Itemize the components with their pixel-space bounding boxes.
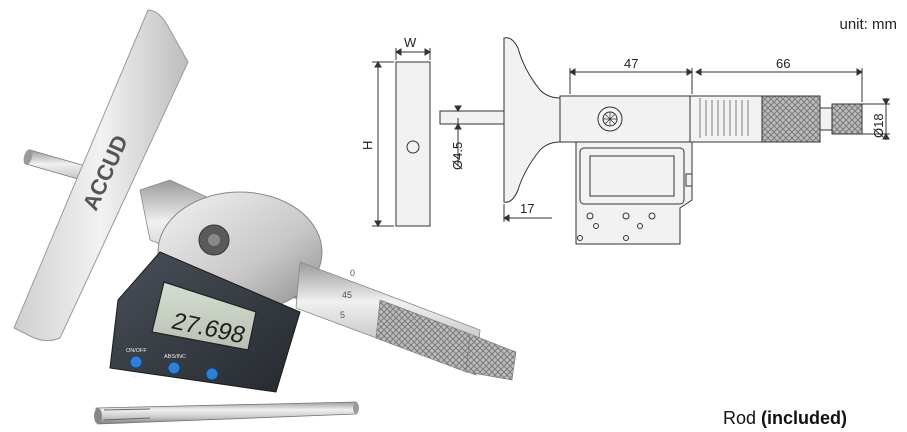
dim-height-label: H — [360, 141, 375, 150]
abs-inc-unit-button[interactable] — [167, 361, 181, 375]
unit-label: unit: mm — [839, 16, 897, 33]
rod-caption-bold: (included) — [761, 408, 848, 428]
dim-rod-diameter: Ø4.5 — [450, 142, 465, 170]
photo-extension-rod — [94, 401, 359, 425]
dim-body-length: 47 — [624, 56, 638, 71]
sleeve-tick-1: 45 — [342, 290, 352, 300]
lcd-screen — [151, 281, 257, 351]
dim-thimble-diameter: Ø18 — [871, 113, 886, 138]
photo-thimble: 0 45 5 — [295, 261, 517, 381]
dim-width-label: W — [404, 35, 417, 50]
dimensions — [454, 68, 890, 222]
sleeve-tick-2: 5 — [340, 310, 345, 320]
base-side-view — [372, 48, 431, 227]
photo-digital-unit: 27.698 ON/OFF SET ABS/INC UNIT — [109, 251, 301, 393]
button-sublabel-set: SET — [130, 374, 141, 380]
rod-caption: Rod (included) — [723, 408, 847, 429]
button-label-absinc: ABS/INC — [164, 354, 186, 360]
dim-base-offset: 17 — [520, 201, 534, 216]
on-off-set-button[interactable] — [129, 355, 143, 369]
rod-caption-text: Rod — [723, 408, 757, 428]
sleeve-tick-0: 0 — [350, 268, 355, 278]
origin-button[interactable] — [205, 367, 219, 381]
front-view — [439, 37, 863, 245]
dim-thimble-length: 66 — [776, 56, 790, 71]
button-sublabel-unit: UNIT — [168, 380, 181, 386]
button-label-onoff: ON/OFF — [126, 348, 147, 354]
